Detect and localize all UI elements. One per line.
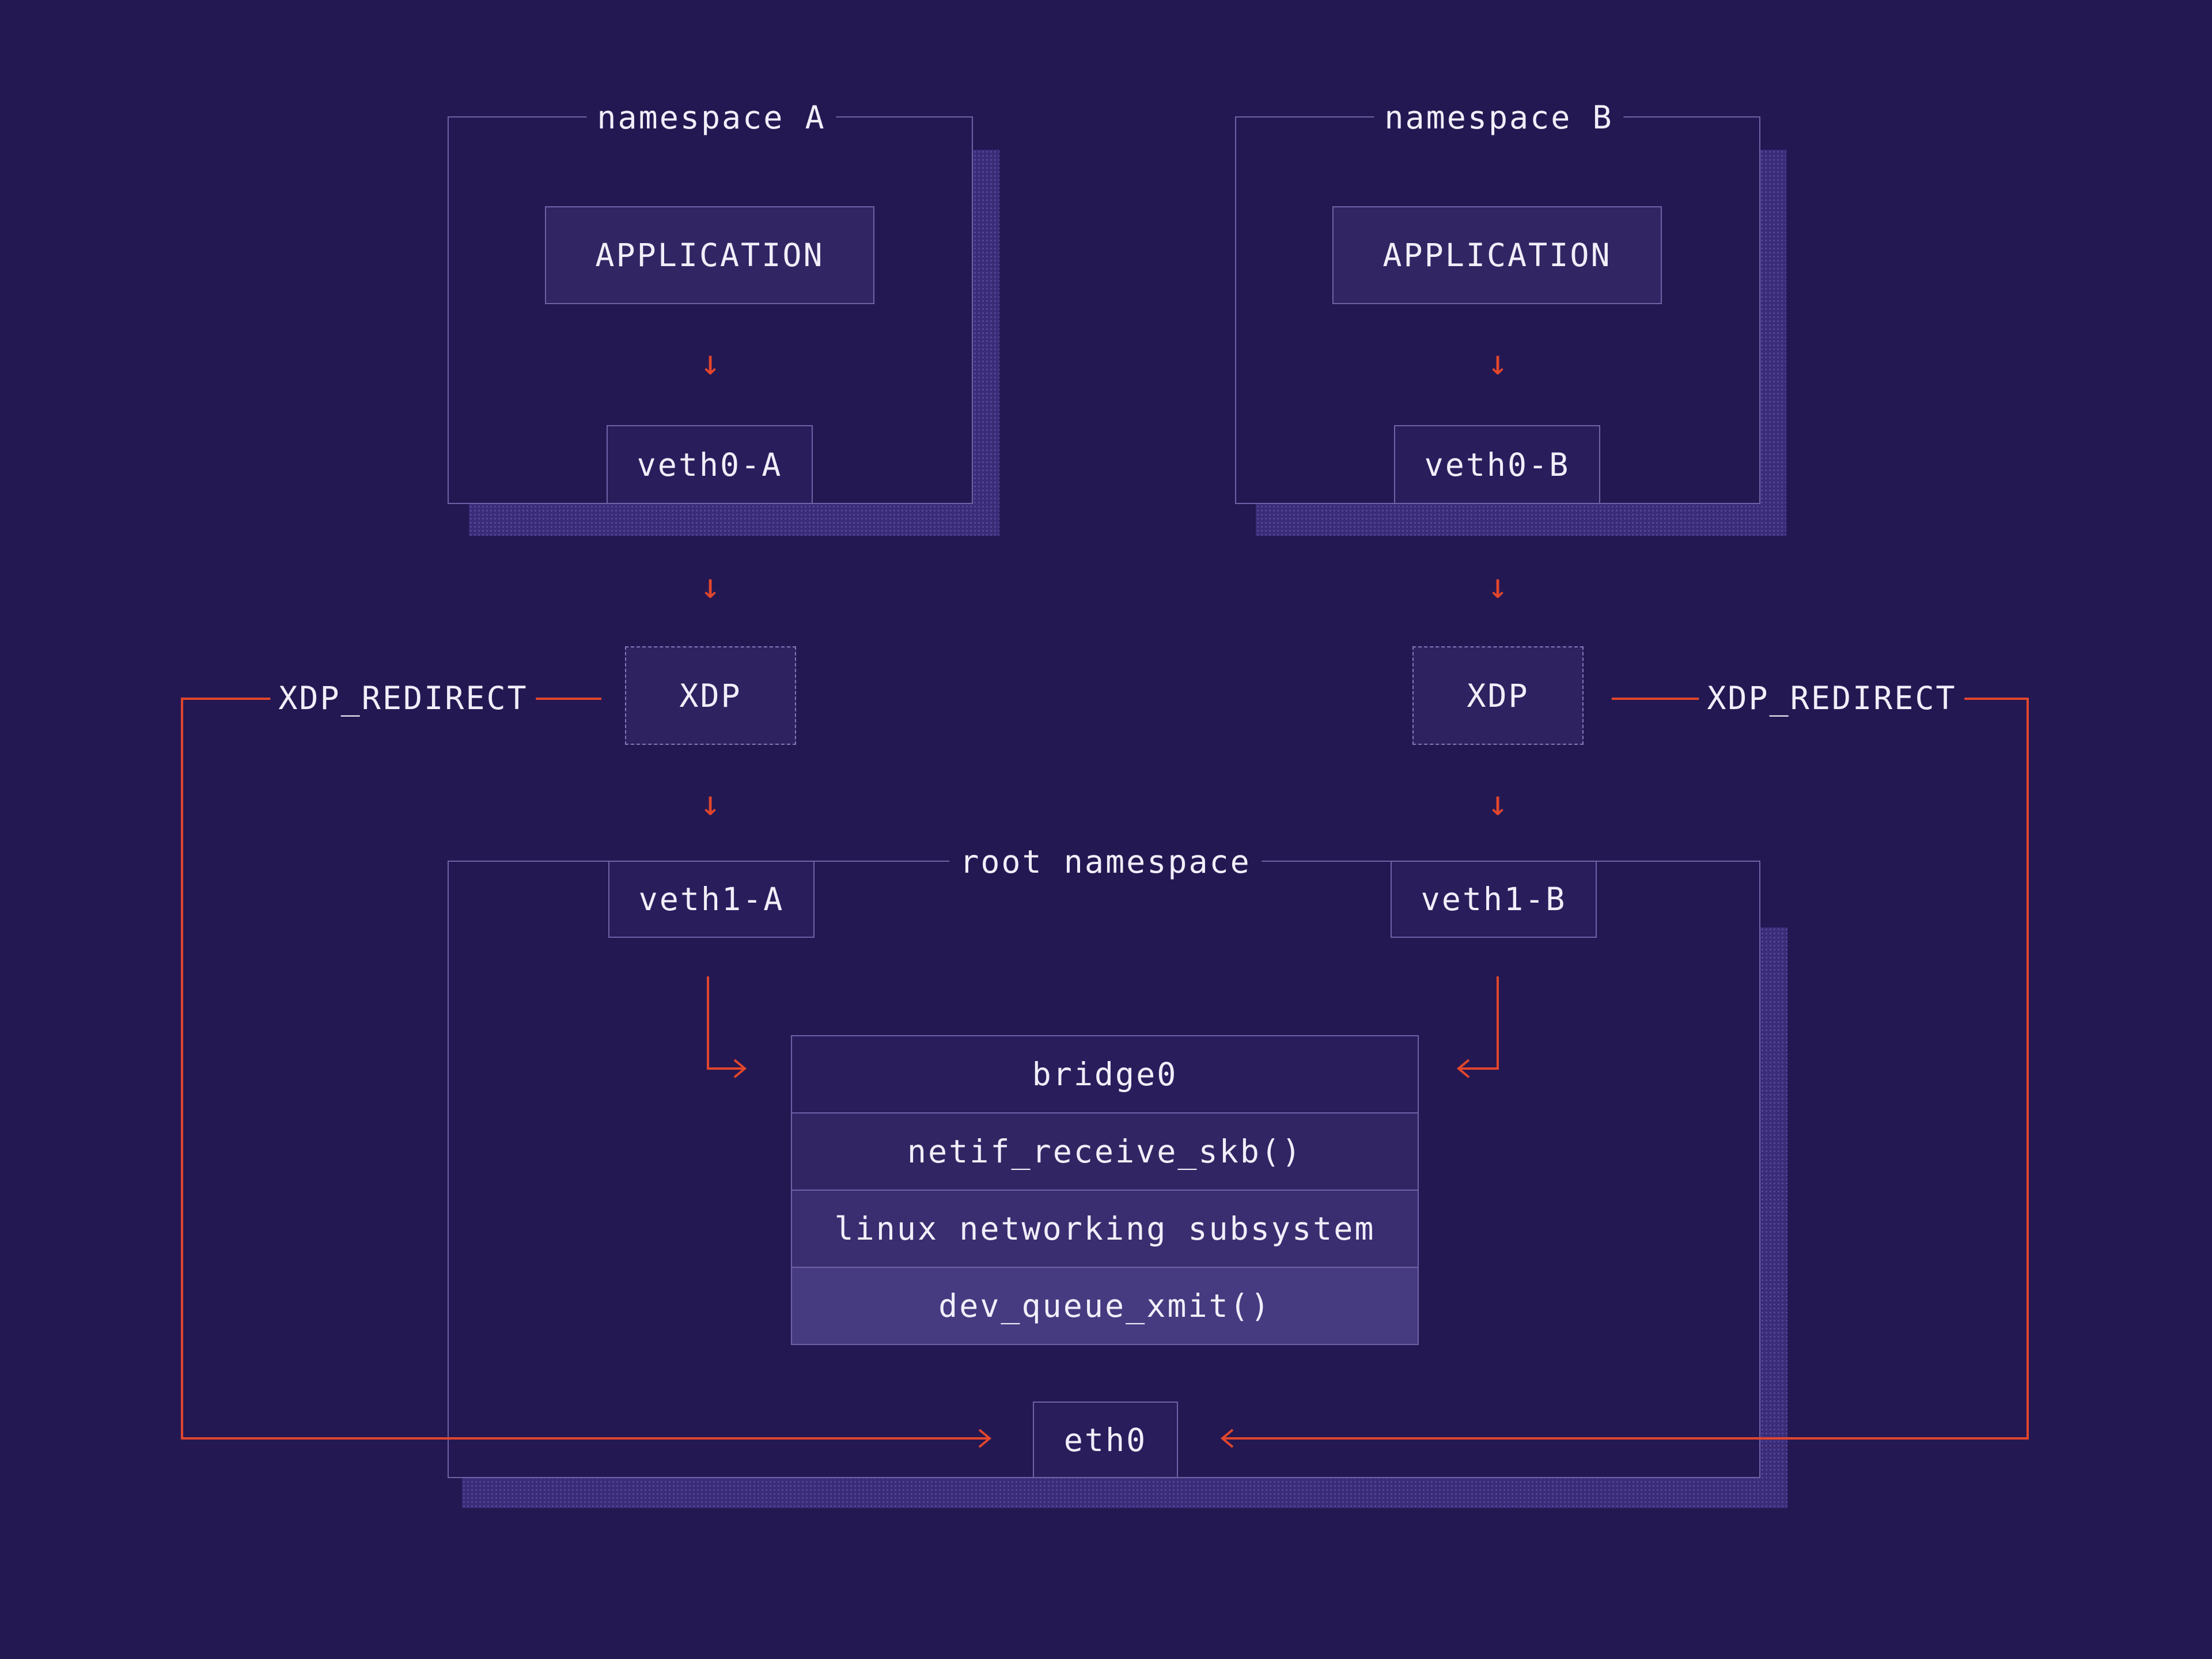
stack-bridge: bridge0 xyxy=(791,1035,1419,1113)
redirect-b-line xyxy=(1224,698,2029,1440)
xdp-redirect-b-label: XDP_REDIRECT xyxy=(1699,678,1965,718)
eth0: eth0 xyxy=(1033,1402,1178,1478)
veth1-a: veth1-A xyxy=(608,861,815,938)
veth1-b: veth1-B xyxy=(1391,861,1597,938)
stack-receive: netif_receive_skb() xyxy=(791,1112,1419,1191)
arrow-down-icon: ↓ xyxy=(1487,343,1509,383)
namespace-b-application: APPLICATION xyxy=(1332,206,1662,304)
veth1-a-to-bridge-line xyxy=(707,976,743,1070)
arrow-down-icon: ↓ xyxy=(1487,783,1509,824)
veth0-a: veth0-A xyxy=(607,425,813,504)
root-namespace-title: root namespace xyxy=(949,842,1262,881)
arrow-down-icon: ↓ xyxy=(699,566,721,607)
stack-xmit: dev_queue_xmit() xyxy=(791,1267,1419,1345)
redirect-a-line xyxy=(181,698,988,1440)
xdp-b: XDP xyxy=(1412,646,1584,745)
arrow-down-icon: ↓ xyxy=(1487,566,1509,607)
namespace-a-application: APPLICATION xyxy=(545,206,874,304)
arrow-down-icon: ↓ xyxy=(699,343,721,383)
stack-subsystem: linux networking subsystem xyxy=(791,1190,1419,1268)
xdp-a: XDP xyxy=(625,646,796,745)
namespace-b-title: namespace B xyxy=(1374,98,1624,137)
veth0-b: veth0-B xyxy=(1394,425,1600,504)
veth1-b-to-bridge-arrowhead xyxy=(1456,1059,1470,1078)
arrow-down-icon: ↓ xyxy=(699,783,721,824)
veth1-b-to-bridge-line xyxy=(1460,976,1499,1070)
redirect-a-arrowhead xyxy=(978,1429,992,1448)
redirect-b-arrowhead xyxy=(1220,1429,1234,1448)
namespace-a-title: namespace A xyxy=(586,98,836,137)
veth1-a-to-bridge-arrowhead xyxy=(733,1059,747,1078)
xdp-redirect-a-label: XDP_REDIRECT xyxy=(270,678,536,718)
